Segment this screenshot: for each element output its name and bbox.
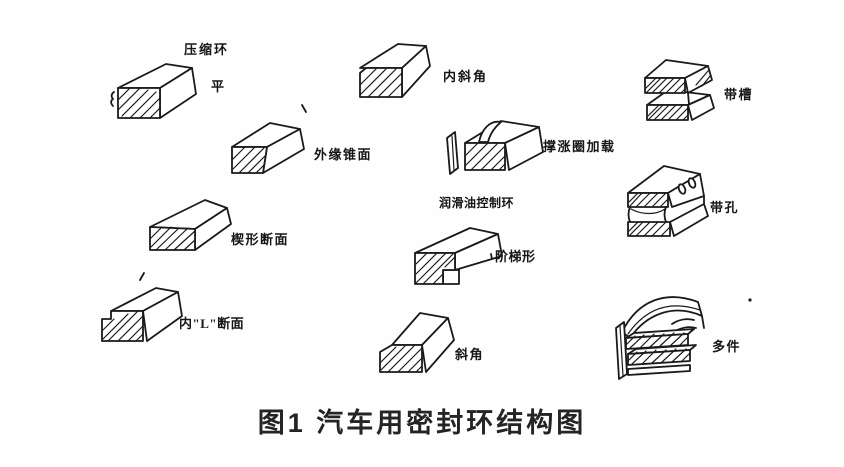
stray-mark (139, 272, 145, 281)
grooved-ring-drawing (644, 59, 715, 121)
compression-ring-group-label: 压缩环 (184, 42, 230, 57)
expander-ring-drawing (446, 120, 544, 175)
bevel-ring-drawing (379, 312, 455, 373)
bevel-ring-figure (372, 308, 462, 378)
outer-taper-ring-figure (226, 116, 314, 180)
stray-mark (301, 104, 307, 113)
flat-ring-figure (110, 58, 198, 124)
multi-piece-ring-label: 多件 (712, 339, 742, 354)
inner-l-ring-label: 内"L"断面 (179, 316, 245, 331)
wedge-ring-label: 楔形断面 (231, 232, 290, 247)
grooved-ring-label: 带槽 (724, 87, 754, 102)
multi-piece-ring-figure (608, 286, 716, 380)
holed-ring-label: 带孔 (710, 200, 740, 215)
inner-bevel-ring-figure (352, 38, 440, 102)
holed-ring-figure (620, 158, 712, 238)
stepped-ring-drawing (414, 227, 503, 285)
stepped-ring-label: 阶梯形 (495, 249, 536, 264)
expander-ring-figure (441, 110, 547, 176)
expander-ring-label: 撑涨圈加载 (543, 139, 616, 154)
stray-mark (748, 298, 752, 302)
wedge-ring-drawing (149, 199, 232, 251)
stepped-ring-figure (409, 223, 507, 291)
inner-l-ring-figure (98, 282, 186, 346)
multi-piece-ring-drawing (615, 296, 705, 380)
flat-ring-drawing (110, 63, 197, 119)
figure-caption: 图1 汽车用密封环结构图 (257, 408, 587, 438)
inner-bevel-ring-label: 内斜角 (443, 69, 489, 84)
outer-taper-ring-drawing (231, 122, 305, 174)
stray-mark (490, 253, 493, 260)
wedge-ring-figure (146, 194, 238, 256)
inner-l-ring-drawing (101, 287, 183, 342)
inner-bevel-ring-drawing (359, 43, 431, 98)
holed-ring-drawing (627, 165, 709, 237)
sketch-tick (110, 91, 115, 107)
oil-control-ring-group-label: 润滑油控制环 (439, 196, 515, 210)
flat-ring-label: 平 (211, 79, 226, 94)
outer-taper-ring-label: 外缘锥面 (314, 147, 373, 162)
bevel-ring-label: 斜角 (455, 347, 485, 362)
grooved-ring-figure (640, 48, 726, 126)
